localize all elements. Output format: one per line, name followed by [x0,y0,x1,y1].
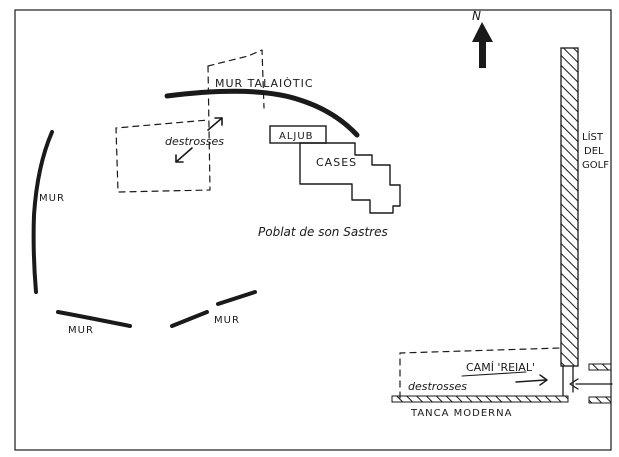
cami-reial-underline [461,371,527,377]
mur-left-label: MUR [39,193,65,204]
tanca-moderna-fence [391,395,569,403]
fence-stub-lower [588,396,612,404]
aljub-label: ALJUB [279,131,314,142]
poblat-label: Poblat de son Sastres [258,225,388,239]
mur-bottom-mid-label: MUR [214,315,240,326]
destrosses-arrows [175,117,223,163]
mur-bottom-mid-wall-b [216,290,257,306]
road-passage [562,365,613,397]
destrosses-bottom-label: destrosses [408,380,467,393]
mur-bottom-mid-wall-a [170,310,209,328]
cases-outline [299,142,401,214]
destrosses-top-label: destrosses [165,135,224,148]
cami-reial-dashed-area [399,347,562,399]
mur-left-wall [31,130,54,294]
north-arrow-icon [472,22,493,68]
destroyed-area-outline-top [115,49,265,193]
cami-reial-label: CAMÍ 'REIAL' [466,361,535,374]
golf-label-line3: GOLF [582,160,609,171]
tanca-moderna-label: TANCA MODERNA [410,408,512,419]
cases-label: CASES [316,156,357,169]
golf-hatched-wall [560,47,579,367]
golf-label-line1: LÍST [582,130,604,143]
mur-talaiotic-label: MUR TALAIÒTIC [215,77,314,90]
drawing-frame [14,9,612,451]
golf-label-line2: DEL [584,146,604,157]
fence-stub-upper [588,363,612,371]
road-arrow-icon [515,374,548,386]
aljub-box [269,125,327,144]
mur-bottom-left-wall [56,310,132,328]
north-label: N [472,9,481,23]
mur-talaiotic-wall [164,88,360,138]
mur-bottom-left-label: MUR [68,325,94,336]
